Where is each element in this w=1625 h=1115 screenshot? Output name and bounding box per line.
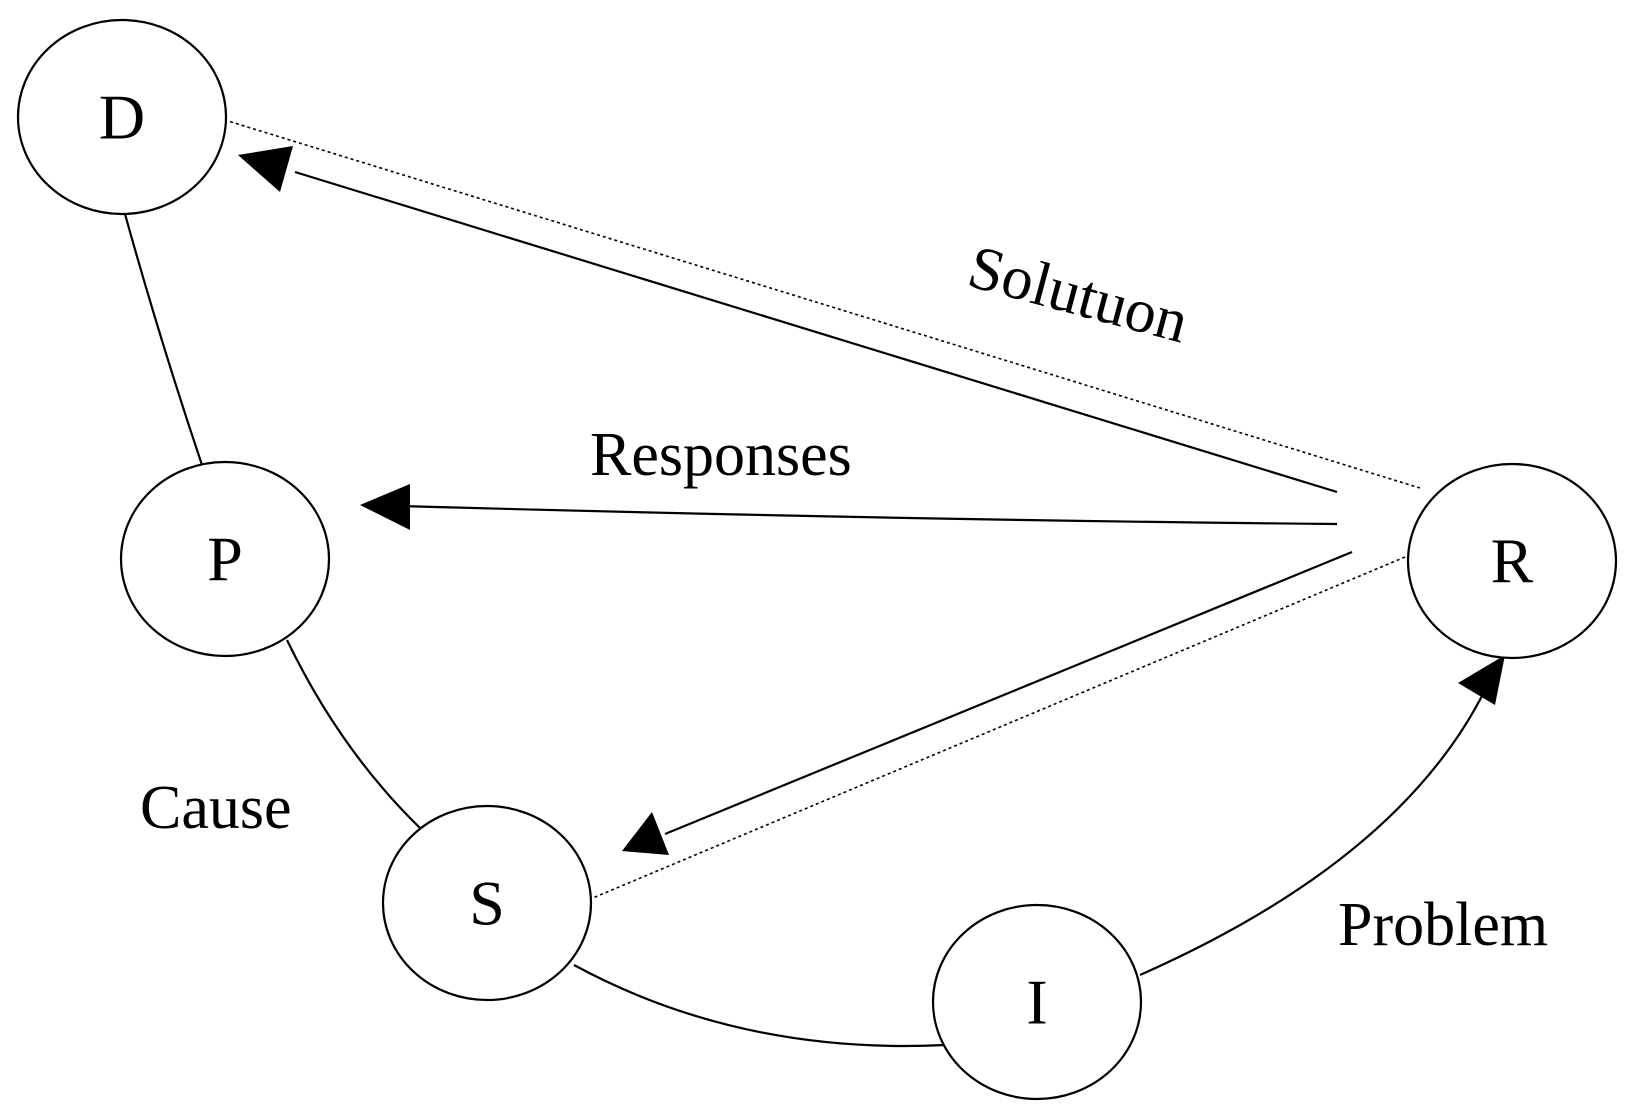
edge-p-s	[286, 639, 421, 829]
node-p-circle	[119, 460, 331, 658]
label-responses: Responses	[590, 421, 852, 489]
edge-r-d-dotted	[227, 120, 1421, 489]
node-s-label: S	[469, 868, 505, 939]
node-r-label: R	[1491, 526, 1534, 597]
edge-r-d-solid	[294, 170, 1338, 494]
node-r-circle	[1406, 462, 1618, 660]
node-d: D	[16, 18, 228, 216]
edge-d-p	[123, 213, 204, 466]
edge-r-p	[399, 504, 1338, 526]
node-s-circle	[381, 804, 593, 1002]
node-d-circle	[16, 18, 228, 216]
node-i: I	[931, 903, 1143, 1101]
arrowhead-to-s	[622, 812, 669, 855]
arrowhead-to-r	[1458, 655, 1505, 705]
edge-i-r	[1139, 689, 1486, 977]
label-solution: Solutuon	[961, 233, 1195, 357]
arrowhead-to-d	[238, 146, 293, 192]
node-i-label: I	[1026, 967, 1047, 1038]
node-r: R	[1406, 462, 1618, 660]
edge-r-s-solid	[664, 550, 1353, 836]
node-p: P	[119, 460, 331, 658]
edge-s-i	[573, 964, 946, 1048]
node-p-label: P	[207, 524, 243, 595]
label-cause: Cause	[140, 774, 292, 842]
node-d-label: D	[99, 82, 145, 153]
edge-r-s-dotted	[587, 556, 1406, 901]
label-problem: Problem	[1338, 891, 1548, 959]
arrowhead-to-p	[360, 484, 410, 530]
node-i-circle	[931, 903, 1143, 1101]
node-s: S	[381, 804, 593, 1002]
